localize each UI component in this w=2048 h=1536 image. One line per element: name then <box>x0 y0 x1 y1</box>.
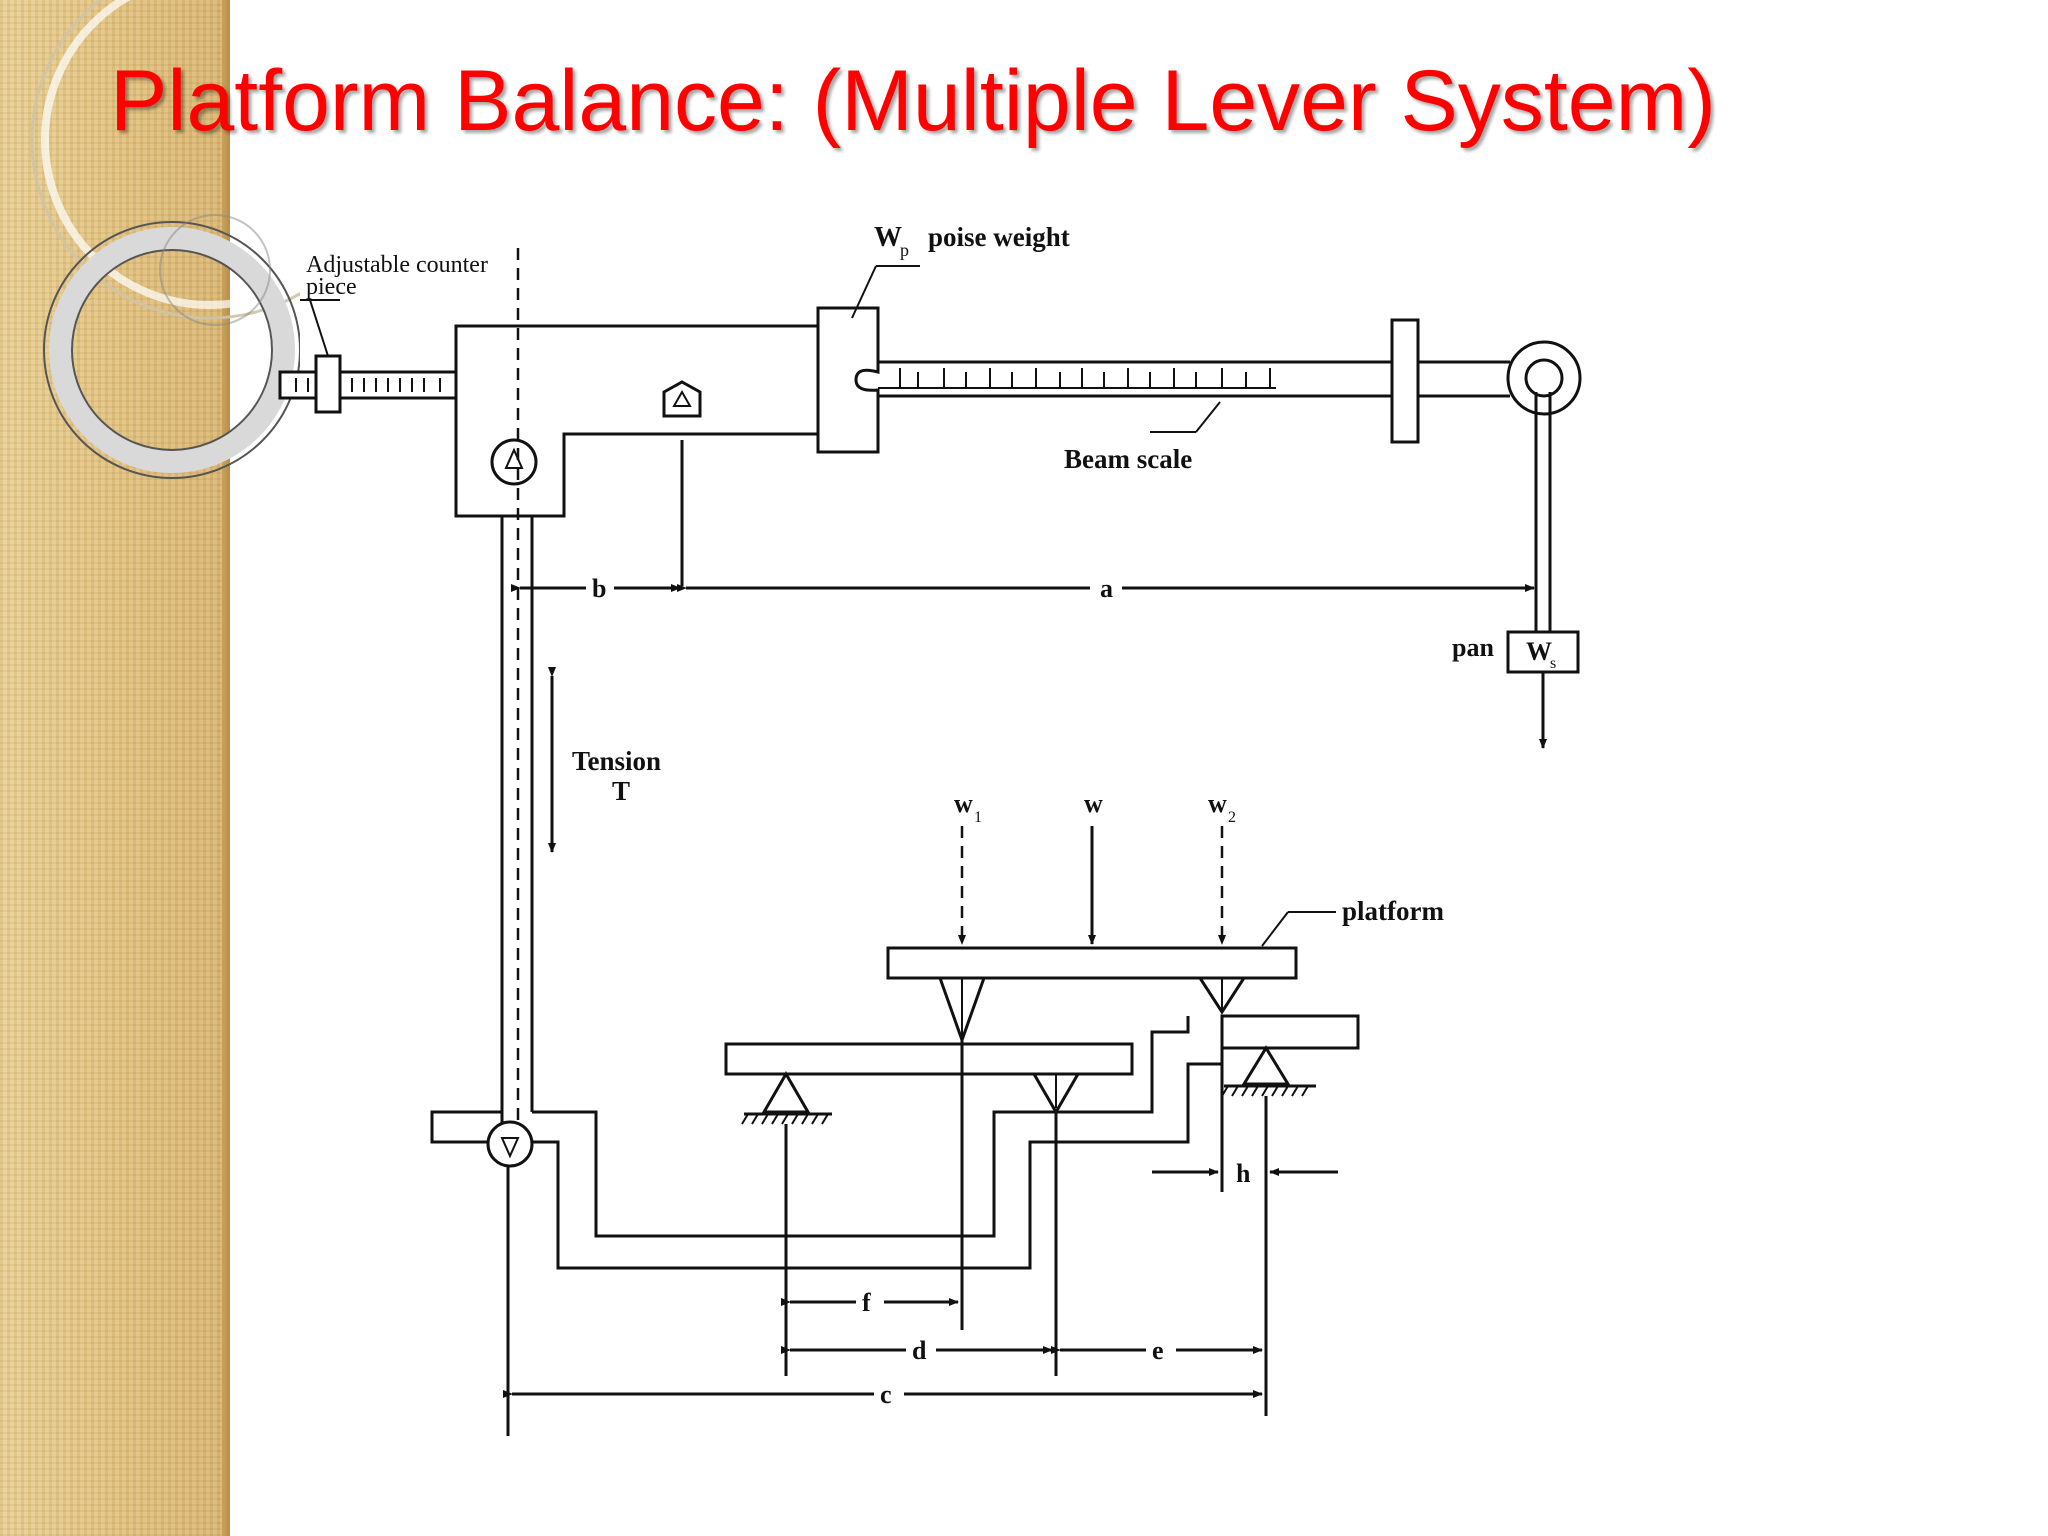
dimension-h-label: h <box>1236 1159 1251 1188</box>
fixed-support-left <box>741 1071 832 1125</box>
dimension-f-label: f <box>862 1288 871 1317</box>
beam-scale-leader <box>1195 401 1221 433</box>
pan-label: pan <box>1452 633 1494 662</box>
counter-piece-leader <box>309 299 329 357</box>
dimension-a-label: a <box>1100 574 1113 603</box>
load-w2-label: w <box>1208 789 1227 818</box>
dimension-c-label: c <box>880 1380 892 1409</box>
counter-piece-rod <box>278 354 458 414</box>
platform-leader <box>1261 911 1289 947</box>
counter-piece-label: Adjustable counter <box>306 252 488 278</box>
load-w1-label: w <box>954 789 973 818</box>
dimension-d-label: d <box>912 1336 927 1365</box>
pan-weight-subscript: s <box>1550 655 1556 672</box>
poise-weight <box>816 306 880 454</box>
fulcrum-pivot <box>662 380 702 418</box>
dimension-e-label: e <box>1152 1336 1164 1365</box>
tension-symbol: T <box>612 776 630 806</box>
platform-label: platform <box>1342 896 1444 926</box>
platform <box>886 946 1298 980</box>
poise-weight-subscript: p <box>900 240 909 260</box>
dimension-b-label: b <box>592 574 606 603</box>
lever-pivot <box>490 438 538 486</box>
main-lever-body <box>454 324 820 518</box>
poise-weight-symbol: W <box>874 222 902 253</box>
right-lever-plate <box>1220 1014 1360 1050</box>
load-w-label: w <box>1084 789 1103 818</box>
load-w2-subscript: 2 <box>1228 809 1236 826</box>
beam-scale <box>878 318 1582 444</box>
lower-lever-plate <box>724 1042 1134 1076</box>
load-w1-subscript: 1 <box>974 809 982 826</box>
bottom-lever-pivot <box>486 1120 534 1168</box>
counter-piece-label-2: piece <box>306 274 357 300</box>
lower-lever-outer <box>532 1016 1190 1238</box>
tension-label: Tension <box>572 746 661 776</box>
slide-title: Platform Balance: (Multiple Lever System… <box>110 53 1716 149</box>
decorative-rings <box>30 0 300 479</box>
poise-leader <box>851 265 877 319</box>
sidebar-edge <box>222 0 230 1536</box>
dimension-reference-lines <box>506 1040 1268 1436</box>
pan-box <box>1506 630 1580 674</box>
poise-weight-label: poise weight <box>928 222 1070 252</box>
fixed-support-right <box>1221 1045 1316 1097</box>
lower-lever-inner <box>532 1048 1224 1270</box>
beam-scale-label: Beam scale <box>1064 444 1192 474</box>
pan-weight-symbol: W <box>1526 637 1552 666</box>
